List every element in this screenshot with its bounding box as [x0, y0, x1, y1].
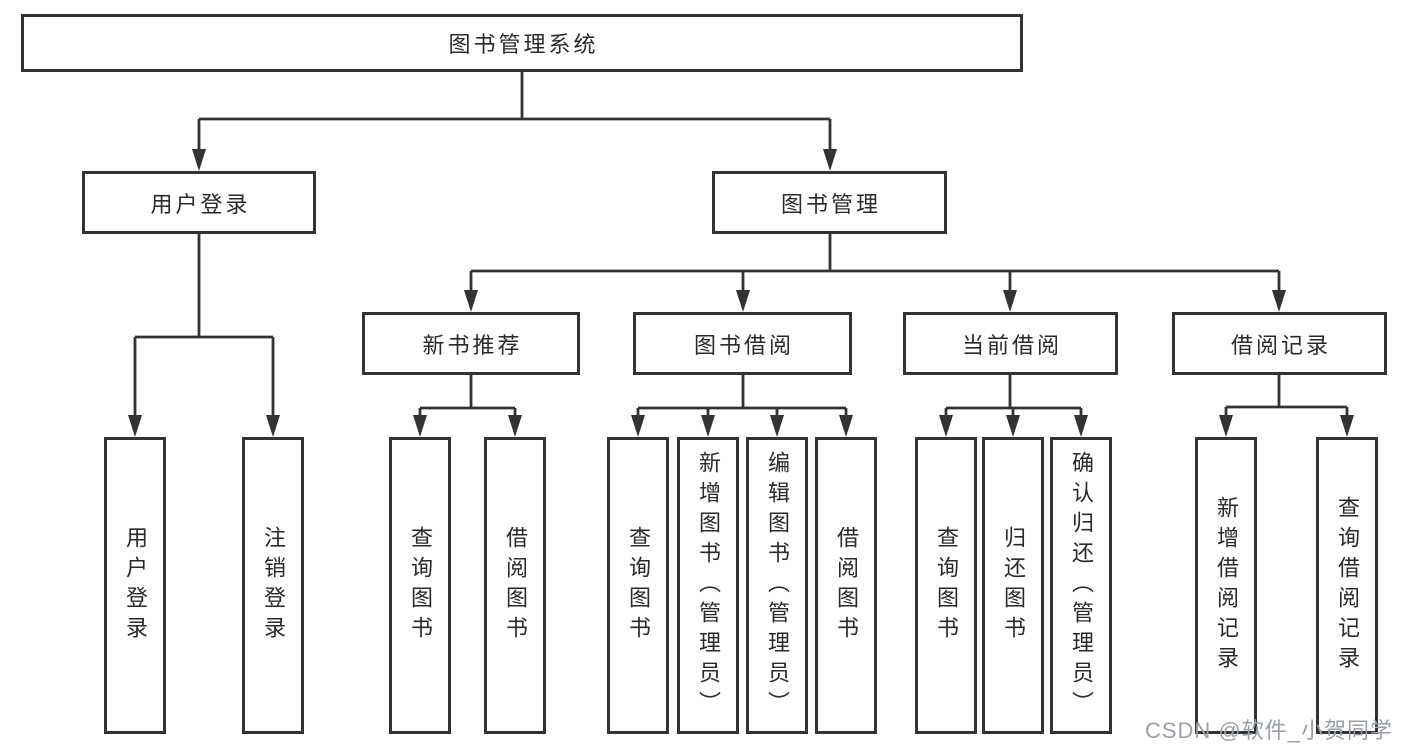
node-label: 新书推荐 [422, 332, 523, 358]
leaf-borrow-books-recommend: 借阅图书 [484, 437, 546, 734]
node-label: 用户登录 [150, 191, 251, 217]
node-book-management: 图书管理 [712, 171, 947, 234]
node-label: 图书借阅 [693, 332, 794, 358]
node-new-book-recommendation: 新书推荐 [362, 312, 580, 375]
node-label: 用户登录 [123, 525, 148, 646]
leaf-add-book-admin: 新增图书（管理员） [677, 437, 739, 734]
node-label: 查询图书 [934, 525, 959, 646]
node-borrowing-records: 借阅记录 [1172, 312, 1387, 375]
node-user-login: 用户登录 [82, 171, 316, 234]
node-book-borrowing: 图书借阅 [633, 312, 852, 375]
node-label: 查询图书 [408, 525, 433, 646]
leaf-confirm-return-admin: 确认归还（管理员） [1050, 437, 1112, 734]
node-label: 当前借阅 [961, 332, 1062, 358]
node-label: 注销登录 [261, 525, 286, 646]
leaf-borrow-books: 借阅图书 [815, 437, 877, 734]
leaf-add-borrow-record: 新增借阅记录 [1195, 437, 1257, 734]
node-label: 归还图书 [1001, 525, 1026, 646]
node-label: 确认归还（管理员） [1069, 450, 1094, 721]
node-label: 查询图书 [626, 525, 651, 646]
leaf-edit-book-admin: 编辑图书（管理员） [746, 437, 808, 734]
leaf-query-books-borrow: 查询图书 [607, 437, 669, 734]
node-library-management-system: 图书管理系统 [21, 14, 1023, 72]
leaf-return-book: 归还图书 [982, 437, 1044, 734]
node-label: 借阅图书 [834, 525, 859, 646]
leaf-logout: 注销登录 [242, 437, 304, 734]
node-label: 新增图书（管理员） [696, 450, 721, 721]
arrowheads [128, 149, 1354, 437]
node-label: 借阅图书 [503, 525, 528, 646]
leaf-query-books-current: 查询图书 [915, 437, 977, 734]
node-label: 图书管理 [780, 191, 881, 217]
node-label: 新增借阅记录 [1214, 495, 1239, 676]
leaf-query-borrow-record: 查询借阅记录 [1316, 437, 1378, 734]
tree-edges [133, 72, 1349, 417]
node-label: 编辑图书（管理员） [765, 450, 790, 721]
node-label: 借阅记录 [1230, 332, 1331, 358]
leaf-query-books-recommend: 查询图书 [389, 437, 451, 734]
node-label: 查询借阅记录 [1335, 495, 1360, 676]
node-label: 图书管理系统 [448, 32, 599, 57]
leaf-user-login: 用户登录 [104, 437, 166, 734]
node-current-borrowing: 当前借阅 [903, 312, 1118, 375]
